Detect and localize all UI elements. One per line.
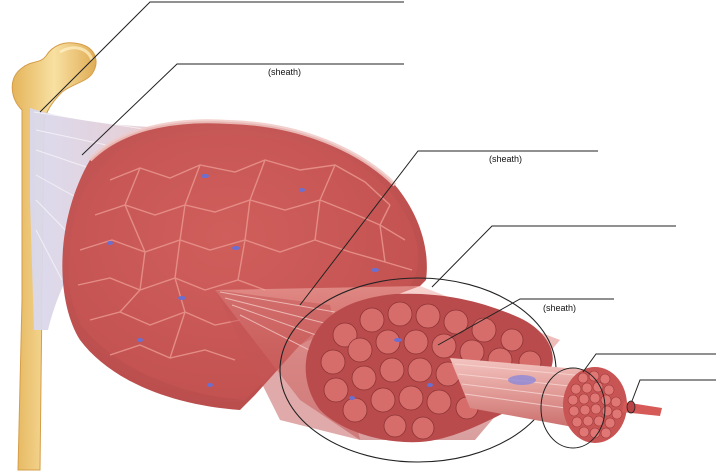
leader-line-tendon <box>40 2 404 112</box>
leader-line-perimysium <box>432 226 676 287</box>
leader-line-myofibril <box>632 380 716 401</box>
label-epimysium-sheath: (sheath) <box>268 67 301 77</box>
myofibril <box>622 401 662 416</box>
label-perimysium-sheath: (sheath) <box>489 154 522 164</box>
label-endomysium-sheath: (sheath) <box>543 303 576 313</box>
